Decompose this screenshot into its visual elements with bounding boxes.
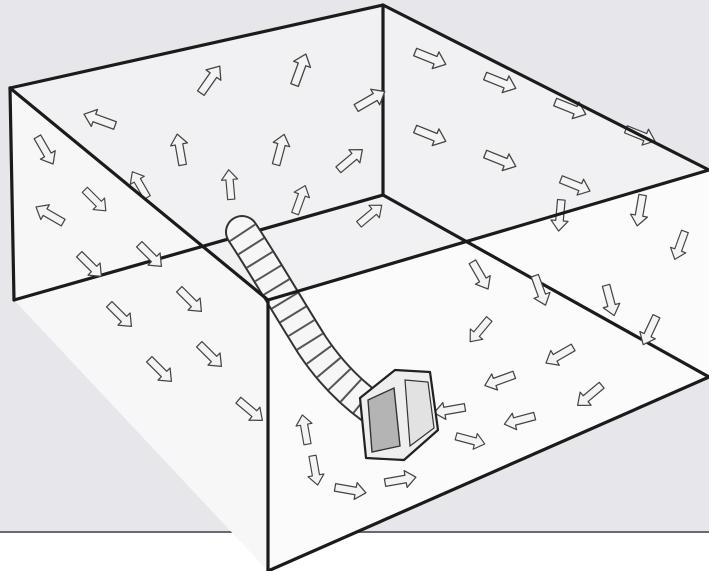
floor — [0, 532, 709, 571]
